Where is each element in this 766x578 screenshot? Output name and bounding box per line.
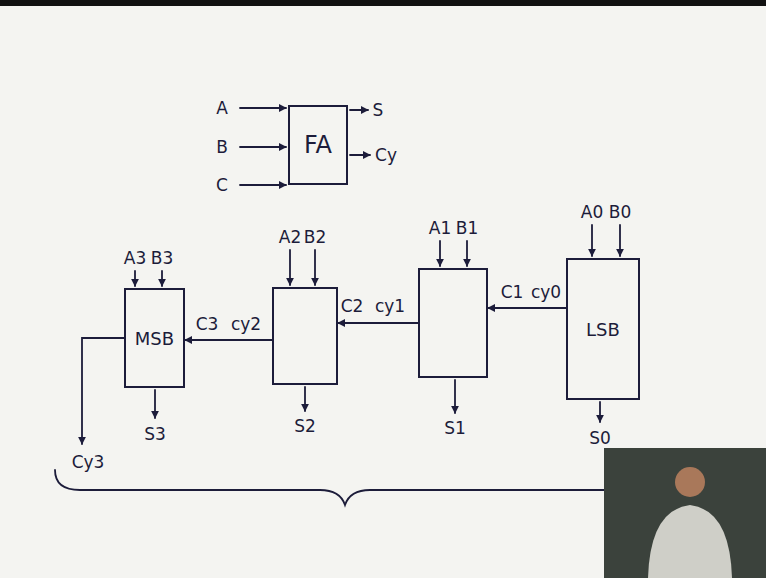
adder-stage-box <box>272 287 338 385</box>
signal-label: B2 <box>303 227 327 247</box>
adder-stage-box: LSB <box>566 258 640 400</box>
input-arrow <box>289 250 291 285</box>
signal-label: A2 <box>278 227 302 247</box>
carry-arrow <box>185 339 272 341</box>
signal-label: S2 <box>293 416 317 436</box>
input-arrow <box>314 250 316 285</box>
signal-label: A3 <box>123 248 147 268</box>
signal-label: B <box>215 137 229 157</box>
input-arrow <box>466 241 468 266</box>
video-inset <box>604 448 766 578</box>
person-head <box>675 467 705 497</box>
signal-label: S <box>372 100 385 120</box>
signal-label: C3 <box>195 314 220 334</box>
box-label: LSB <box>586 319 620 340</box>
signal-label: C <box>215 175 229 195</box>
signal-label: B1 <box>455 218 479 238</box>
input-arrow <box>240 107 286 109</box>
carry-arrow <box>338 322 418 324</box>
adder-stage-box: MSB <box>124 288 185 388</box>
signal-label: cy1 <box>374 296 406 316</box>
output-arrow <box>599 402 601 422</box>
signal-label: A1 <box>428 218 452 238</box>
input-arrow <box>439 241 441 266</box>
output-arrow <box>350 154 370 156</box>
output-arrow <box>350 109 368 111</box>
input-arrow <box>161 271 163 286</box>
output-arrow <box>154 390 156 418</box>
carry-arrow <box>488 307 566 309</box>
input-arrow <box>591 225 593 256</box>
signal-label: Cy3 <box>71 452 106 472</box>
box-label: FA <box>304 131 332 159</box>
signal-label: S3 <box>143 424 167 444</box>
input-arrow <box>619 225 621 256</box>
signal-label: S1 <box>443 418 467 438</box>
output-arrow <box>454 380 456 413</box>
input-arrow <box>134 271 136 286</box>
signal-label: B0 <box>608 202 632 222</box>
output-arrow <box>304 387 306 411</box>
signal-label: A0 <box>580 202 604 222</box>
carry-out-wire <box>82 338 124 444</box>
signal-label: S0 <box>588 428 612 448</box>
adder-stage-box <box>418 268 488 378</box>
signal-label: cy2 <box>230 314 262 334</box>
video-frame <box>604 448 766 578</box>
box-label: MSB <box>135 328 174 349</box>
signal-label: A <box>215 98 229 118</box>
input-arrow <box>240 146 286 148</box>
signal-label: C1 <box>500 282 525 302</box>
signal-label: B3 <box>150 248 174 268</box>
signal-label: Cy <box>374 145 398 165</box>
signal-label: cy0 <box>530 282 562 302</box>
brace <box>55 470 645 505</box>
top-band <box>0 0 766 6</box>
signal-label: C2 <box>340 296 365 316</box>
person-body <box>648 505 732 578</box>
full-adder-box: FA <box>288 105 348 185</box>
input-arrow <box>240 184 286 186</box>
